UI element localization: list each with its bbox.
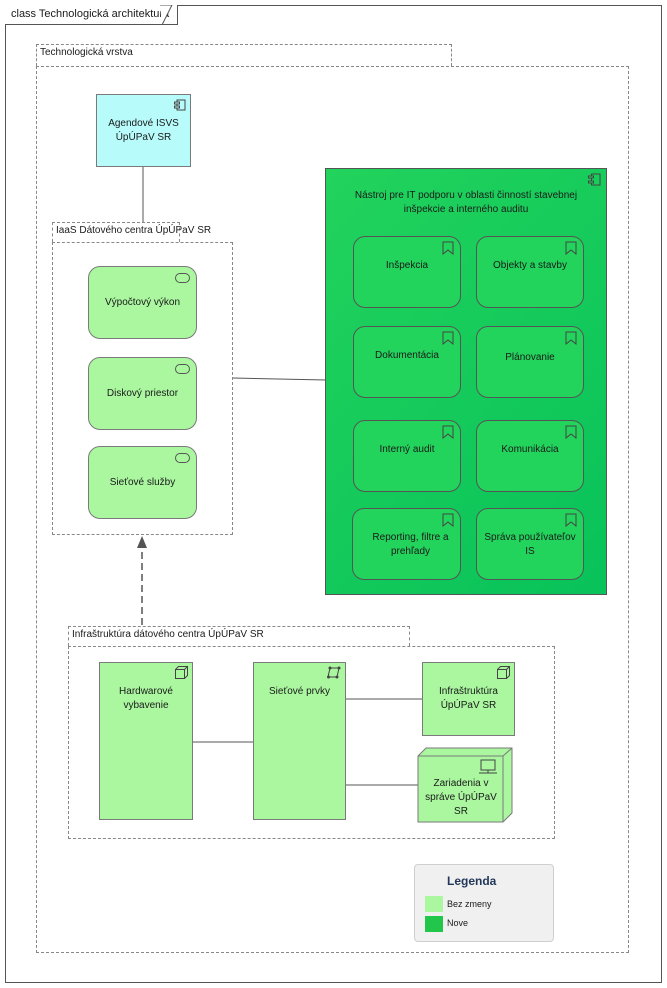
hardware-label: Hardwarové vybavenie [119,686,173,711]
component-icon [174,99,186,111]
devices-label: Zariadenia v správe ÚpÚPaV SR [425,778,497,817]
function-inspekcia[interactable]: Inšpekcia [353,236,461,308]
layer-label: Technologická vrstva [40,47,133,58]
function-reporting[interactable]: Reporting, filtre a prehľady [352,508,461,580]
function-icon [565,513,577,527]
infra-node-label: Infraštruktúra ÚpÚPaV SR [439,686,498,711]
service-diskovy-priestor[interactable]: Diskový priestor [88,357,197,430]
function-icon [565,331,577,345]
function-label: Reporting, filtre a prehľady [372,532,449,557]
iaas-tab: IaaS Dátového centra ÚpÚPaV SR [52,222,211,242]
function-objekty-a-stavby[interactable]: Objekty a stavby [476,236,584,308]
function-icon [565,241,577,255]
network-icon [327,666,341,679]
node-icon [497,666,510,679]
service-label: Výpočtový výkon [104,297,181,308]
hardware-node[interactable]: Hardwarové vybavenie [99,662,193,820]
network-node[interactable]: Sieťové prvky [253,662,346,820]
devices-node-shape[interactable] [417,747,513,823]
component-icon [588,173,601,186]
infra-package [68,646,555,839]
realization-arrowhead [137,536,147,548]
function-planovanie[interactable]: Plánovanie [476,326,584,398]
infra-tab: Infraštruktúra dátového centra ÚpÚPaV SR [68,626,410,646]
function-dokumentacia[interactable]: Dokumentácia [353,326,461,398]
layer-package [36,66,629,953]
connector-iaas-nastroj [232,377,327,381]
diagram-frame [5,5,662,983]
function-interny-audit[interactable]: Interný audit [353,420,461,492]
function-icon [442,241,454,255]
function-label: Plánovanie [505,352,555,363]
service-label: Sieťové služby [109,477,176,488]
infra-label: Infraštruktúra dátového centra ÚpÚPaV SR [72,629,264,640]
function-icon [565,425,577,439]
frame-title: class Technologická architektura [5,5,179,25]
function-label: Interný audit [379,444,435,455]
service-label: Diskový priestor [106,388,179,399]
function-icon [442,425,454,439]
iaas-package [52,242,233,535]
function-label: Inšpekcia [385,260,429,271]
function-sprava-pouzivatelov[interactable]: Správa používateľov IS [476,508,584,580]
agendove-isvs-component[interactable]: Agendové ISVS ÚpÚPaV SR [96,94,191,167]
infra-node[interactable]: Infraštruktúra ÚpÚPaV SR [422,662,515,736]
function-icon [442,513,454,527]
agendove-isvs-label: Agendové ISVS ÚpÚPaV SR [108,118,179,143]
function-label: Správa používateľov IS [484,532,576,557]
function-label: Komunikácia [501,444,559,455]
legend-label-new: Nove [447,918,469,928]
legend-label-unchanged: Bez zmeny [447,899,492,909]
service-sietove-sluzby[interactable]: Sieťové služby [88,446,197,519]
service-vypoctovy-vykon[interactable]: Výpočtový výkon [88,266,197,339]
node-icon [175,666,188,679]
function-icon [442,331,454,345]
layer-tab: Technologická vrstva [36,44,452,66]
service-icon [175,273,190,283]
service-icon [175,453,190,463]
network-label: Sieťové prvky [269,686,330,697]
legend-swatch-new [425,916,443,932]
legend-title: Legenda [447,874,497,888]
legend-swatch-unchanged [425,896,443,912]
frame-tab-corner [160,5,173,25]
device-icon [479,759,497,774]
service-icon [175,364,190,374]
function-komunikacia[interactable]: Komunikácia [476,420,584,492]
iaas-label: IaaS Dátového centra ÚpÚPaV SR [56,225,212,236]
nastroj-label: Nástroj pre IT podporu v oblasti činnost… [354,190,578,215]
function-label: Dokumentácia [375,350,439,361]
function-label: Objekty a stavby [493,260,567,271]
legend: Legenda Bez zmeny Nove [414,864,554,942]
